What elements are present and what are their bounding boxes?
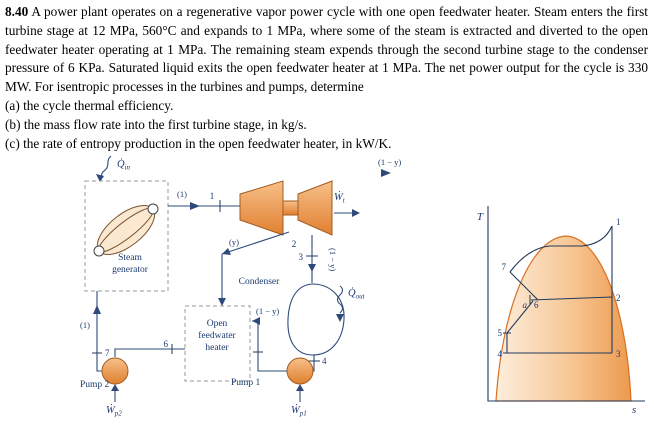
cycle-fwh-heating-line: [506, 301, 534, 334]
problem-part-b: (b) the mass flow rate into the first tu…: [5, 116, 307, 132]
extraction-arrow: [222, 248, 231, 256]
ts-diagram: T s 1 2 3 4 5 6 7 a: [477, 206, 645, 416]
ts-point-a: a: [523, 300, 528, 310]
heat-in-arrow: [96, 174, 104, 183]
fwh-inlet-arrow: [252, 317, 260, 326]
condenser-shell: [287, 283, 345, 356]
heat-in-label: Q̇in: [117, 159, 131, 172]
heat-out-sub: out: [356, 293, 366, 301]
pump-2-work-arrow: [111, 384, 119, 392]
state-7-schematic: 7: [105, 348, 110, 358]
ts-state-1: 1: [616, 217, 621, 227]
heat-out-label: Q̇out: [348, 288, 366, 301]
problem-part-a: (a) the cycle thermal efficiency.: [5, 97, 174, 113]
turbine-stage-1: [239, 180, 284, 237]
ts-state-6: 6: [534, 300, 539, 310]
fwh-label-2: feedwater: [198, 330, 236, 341]
steam-generator: Q̇in Steam generator: [84, 155, 169, 292]
problem-text: A power plant operates on a regenerative…: [5, 4, 648, 95]
ts-x-axis-label: s: [632, 404, 636, 416]
saturation-dome: [495, 235, 632, 402]
flow-rest-fwh-label: (1 − y): [256, 306, 279, 316]
problem-number: 8.40: [5, 4, 29, 19]
steam-generator-label-2: generator: [112, 265, 149, 275]
turbine-shaft: [282, 200, 299, 216]
line-pump1-to-fwh: [252, 320, 287, 372]
heat-out-symbol: Q̇: [348, 288, 356, 300]
pump-1-label: Pump 1: [231, 378, 261, 388]
pump-1-work-label: Ẇp1: [291, 404, 307, 418]
pump-2-work-sub: p2: [114, 410, 123, 418]
coil-end-top: [147, 203, 159, 215]
turbine-work-arrow: [352, 209, 360, 218]
heat-in-symbol: Q̇: [117, 159, 125, 171]
flow-rest-top-arrow: [381, 169, 391, 178]
flow-y-label: (y): [229, 237, 239, 247]
condenser-label: Condenser: [239, 277, 280, 287]
fwh-box: [184, 305, 251, 382]
ts-state-4: 4: [498, 349, 503, 359]
pump-1-work-arrow: [296, 384, 304, 392]
pump-1-work-symbol: Ẇ: [291, 404, 301, 416]
flow-arrow-inlet: [190, 202, 200, 211]
ts-state-7: 7: [502, 262, 507, 272]
ts-y-axis-label: T: [477, 211, 484, 223]
coil-end-bottom: [93, 245, 105, 257]
condenser: Condenser Q̇out: [239, 277, 366, 356]
flow-arrow-to-condenser: [308, 264, 316, 273]
pump-1-work-sub: p1: [299, 410, 307, 418]
pump-1: Pump 1 Ẇp1: [231, 357, 314, 418]
flow-full-inlet-label: (1): [177, 189, 187, 199]
fwh-label-3: heater: [205, 343, 229, 353]
heat-out-squiggle: [336, 285, 344, 314]
ts-state-3: 3: [616, 349, 621, 359]
cycle-1mpa-line: [530, 296, 613, 301]
heat-in-sub: in: [125, 164, 131, 172]
ts-axes: [487, 206, 645, 402]
cycle-pump2-line: [509, 271, 539, 301]
fwh-label-1: Open: [207, 319, 228, 329]
flow-rest-condenser-label: (1 − y): [328, 248, 338, 271]
turbine-stage-2: [297, 180, 333, 237]
steam-generator-label-1: Steam: [118, 253, 142, 263]
pump-2: Pump 2 Ẇp2: [80, 357, 129, 418]
flow-arrow-up-to-sg: [93, 305, 101, 315]
flow-full-return-label: (1): [80, 320, 90, 330]
pump-2-label: Pump 2: [80, 380, 110, 390]
flow-rest-top-label: (1 − y): [378, 157, 401, 167]
ts-state-2: 2: [616, 293, 621, 303]
turbine-work-sub: t: [343, 197, 346, 205]
extraction-arrow-down: [218, 298, 226, 307]
line-pump2-to-sg: [96, 291, 102, 372]
line-fwh-to-pump2: [114, 348, 185, 358]
state-6-schematic: 6: [164, 339, 169, 349]
state-1-schematic: 1: [210, 191, 215, 201]
open-feedwater-heater: Open feedwater heater: [184, 305, 251, 382]
turbine-work-symbol: Ẇ: [334, 191, 344, 203]
ts-state-5: 5: [498, 328, 503, 338]
state-4-schematic: 4: [322, 356, 327, 366]
problem-statement: 8.40 A power plant operates on a regener…: [5, 3, 648, 97]
heat-out-arrow: [336, 314, 344, 323]
cycle-figure: Q̇in Steam generator Ẇt 2 (1 − y) (1): [80, 155, 645, 418]
turbine: Ẇt 2 (1 − y): [239, 157, 401, 249]
state-3-schematic: 3: [299, 252, 304, 262]
problem-part-c: (c) the rate of entropy production in th…: [5, 135, 392, 151]
pump-2-work-label: Ẇp2: [106, 404, 122, 418]
cycle-boiler-line: [509, 226, 613, 273]
pump-1-body: [286, 357, 314, 385]
state-2-schematic: 2: [292, 239, 297, 249]
extraction-diagonal: [221, 231, 290, 255]
pump-2-work-symbol: Ẇ: [106, 404, 116, 416]
turbine-work-label: Ẇt: [334, 191, 346, 205]
